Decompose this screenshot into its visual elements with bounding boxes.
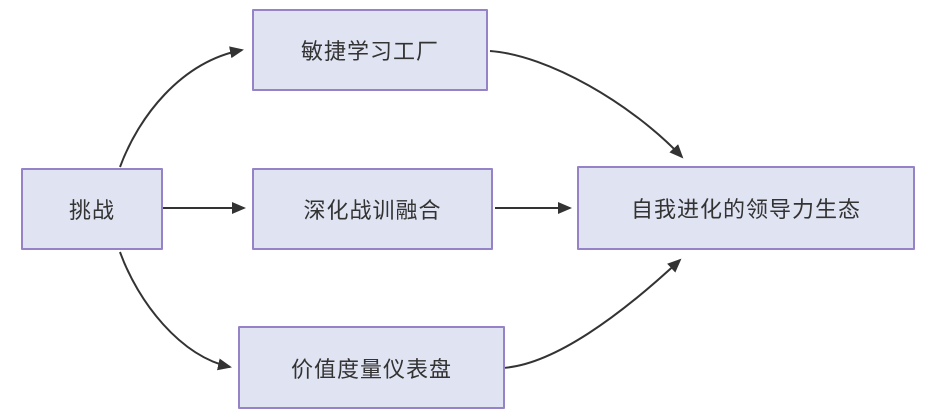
node-value-dashboard-label: 价值度量仪表盘 [290,356,452,382]
node-challenge-label: 挑战 [68,198,115,223]
node-agile-learning-factory-label: 敏捷学习工厂 [300,39,439,64]
edge-challenge-to-value-dashboard [119,251,232,371]
edge-challenge-to-agile-factory [119,46,244,168]
node-leadership-ecosystem: 自我进化的领导力生态 [577,166,915,250]
node-challenge: 挑战 [21,168,163,250]
edge-agile-factory-to-ecosystem [489,50,684,159]
edge-value-dashboard-to-ecosystem [500,258,682,369]
node-training-integration: 深化战训融合 [252,168,493,250]
node-training-integration-label: 深化战训融合 [303,198,442,223]
node-leadership-ecosystem-label: 自我进化的领导力生态 [630,197,861,222]
node-value-dashboard: 价值度量仪表盘 [238,326,505,409]
node-agile-learning-factory: 敏捷学习工厂 [252,9,488,91]
